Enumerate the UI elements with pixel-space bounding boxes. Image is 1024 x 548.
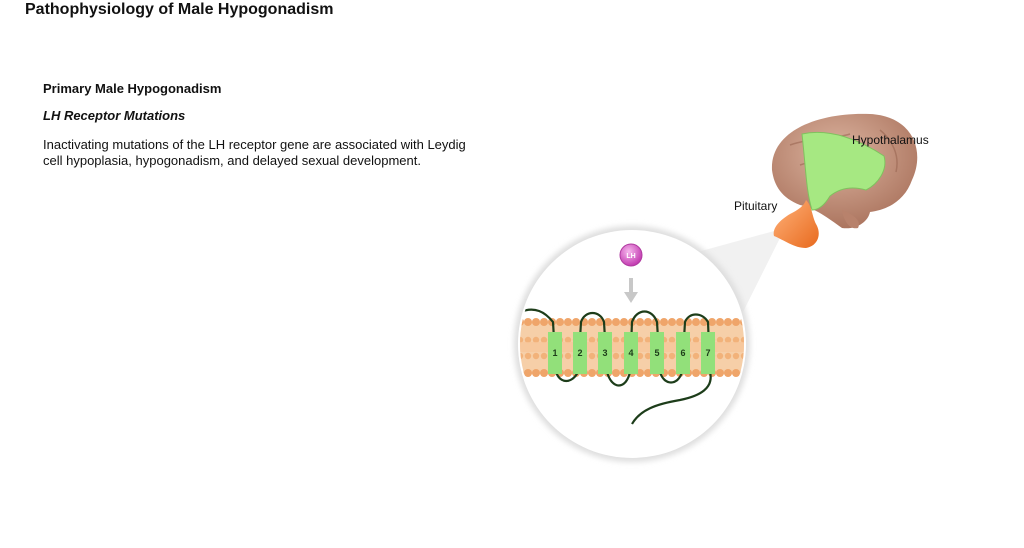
lipid-head	[540, 336, 548, 344]
lipid-head	[540, 352, 548, 360]
lipid-head	[564, 352, 572, 360]
lipid-head	[636, 318, 644, 326]
lipid-head	[520, 336, 524, 344]
brain-illustration	[771, 113, 918, 248]
lipid-head	[732, 369, 740, 377]
lipid-head	[588, 369, 596, 377]
helix-number: 6	[680, 348, 685, 358]
lipid-head	[524, 369, 532, 377]
body-paragraph: Inactivating mutations of the LH recepto…	[43, 137, 466, 168]
lipid-head	[732, 336, 740, 344]
helix-segment	[548, 332, 562, 374]
lipid-head	[724, 369, 732, 377]
helix-number: 4	[628, 348, 633, 358]
helix-segment	[573, 332, 587, 374]
lipid-head	[564, 369, 572, 377]
lipid-head	[636, 336, 644, 344]
lipid-head	[508, 318, 516, 326]
lipid-head	[588, 352, 596, 360]
lipid-head	[716, 336, 724, 344]
lipid-head	[532, 369, 540, 377]
pituitary-label: Pituitary	[734, 199, 777, 213]
lipid-head	[692, 352, 700, 360]
lipid-head	[724, 318, 732, 326]
lipid-head	[636, 352, 644, 360]
section-heading: Primary Male Hypogonadism	[43, 81, 222, 96]
lipid-head	[724, 336, 732, 344]
lipid-head	[668, 336, 676, 344]
lipid-head	[644, 352, 652, 360]
lipid-head	[668, 318, 676, 326]
lipid-head	[708, 318, 716, 326]
helix-number: 3	[602, 348, 607, 358]
hypothalamus-label: Hypothalamus	[852, 133, 929, 147]
helix-number: 2	[577, 348, 582, 358]
lh-receptor-chain	[520, 308, 712, 425]
lipid-head	[540, 318, 548, 326]
lipid-head	[520, 352, 524, 360]
lipid-head	[692, 318, 700, 326]
hypothalamus-shape	[801, 131, 886, 211]
lipid-head	[524, 336, 532, 344]
lipid-head	[572, 318, 580, 326]
lipid-head	[749, 353, 755, 359]
binding-arrow	[624, 278, 638, 303]
lipid-head	[716, 318, 724, 326]
lipid-head	[748, 318, 756, 326]
lipid-head	[668, 352, 676, 360]
lipid-head	[612, 352, 620, 360]
lipid-head	[668, 369, 676, 377]
lipid-heads-top	[508, 318, 756, 326]
helix-segment	[598, 332, 612, 374]
helix-segment	[624, 332, 638, 374]
zoom-circle: 1 2 3 4 5 6 7 LH	[508, 226, 756, 462]
helix-segment	[701, 332, 715, 374]
lipid-head	[692, 336, 700, 344]
lipid-head	[524, 352, 532, 360]
lipid-head	[692, 369, 700, 377]
page-title: Pathophysiology of Male Hypogonadism	[25, 1, 334, 18]
lipid-head	[644, 336, 652, 344]
lh-hormone	[619, 243, 643, 267]
lipid-head	[732, 352, 740, 360]
lipid-head	[612, 318, 620, 326]
lipid-head	[604, 318, 612, 326]
pituitary-shape	[773, 200, 819, 248]
lipid-head	[532, 352, 540, 360]
lipid-head	[556, 318, 564, 326]
helix-number: 1	[552, 348, 557, 358]
helix-number: 5	[654, 348, 659, 358]
lipid-head	[508, 369, 516, 377]
lh-hormone-label: LH	[626, 253, 635, 260]
lipid-head	[509, 353, 515, 359]
lipid-head	[532, 336, 540, 344]
lipid-head	[532, 318, 540, 326]
helix-number: 7	[705, 348, 710, 358]
lipid-head	[732, 318, 740, 326]
transmembrane-helices: 1 2 3 4 5 6 7	[548, 332, 715, 374]
lipid-head	[644, 318, 652, 326]
lipid-head	[724, 352, 732, 360]
lipid-head	[588, 318, 596, 326]
helix-segment	[650, 332, 664, 374]
lipid-head	[540, 369, 548, 377]
lipid-head	[676, 318, 684, 326]
lipid-head	[620, 318, 628, 326]
lipid-head	[588, 336, 596, 344]
lipid-head	[716, 352, 724, 360]
helix-segment	[676, 332, 690, 374]
lipid-head	[564, 336, 572, 344]
lipid-head	[612, 369, 620, 377]
sub-heading: LH Receptor Mutations	[43, 108, 186, 123]
lipid-head	[748, 369, 756, 377]
lipid-head	[660, 318, 668, 326]
lipid-head	[612, 336, 620, 344]
lipid-head	[716, 369, 724, 377]
lipid-head	[524, 318, 532, 326]
lipid-head	[564, 318, 572, 326]
